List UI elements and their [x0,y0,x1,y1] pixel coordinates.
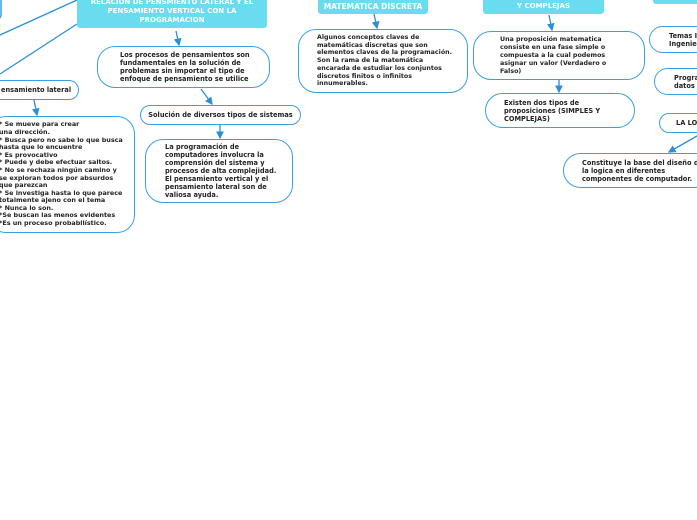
node-text: La programación de computadores involucr… [165,143,277,199]
node-text: Existen dos tipos de proposiciones (SIMP… [504,98,601,123]
arrow [200,88,213,106]
node-solucion[interactable]: Solución de diversos tipos de sistemas [140,105,301,125]
node-text: Progra datos y [674,73,697,90]
topic-relacion[interactable]: RELACION DE PENSMIENTO LATERAL Y EL PENS… [77,0,267,28]
topic-title: MATEMATICA DISCRETA [323,2,423,11]
node-la-logica[interactable]: LA LO [659,113,697,133]
arrow [371,13,380,30]
arrow [667,135,697,153]
node-text: Temas In Ingenier [669,31,697,48]
node-text: Los procesos de pensamientos son fundame… [120,51,250,83]
node-text: ensamiento lateral [1,86,72,94]
node-text: LA LO [676,119,697,127]
node-text: Una proposición matematica consiste en u… [500,35,607,75]
topic-title: RELACION DE PENSMIENTO LATERAL Y EL PENS… [90,0,254,24]
topic-discreta[interactable]: MATEMATICA DISCRETA [318,0,428,14]
node-temas[interactable]: Temas In Ingenier [649,26,697,53]
node-programacion[interactable]: La programación de computadores involucr… [145,139,293,203]
connector [0,0,78,36]
node-constituye[interactable]: Constituye la base del diseño de la logi… [563,153,697,188]
node-lista-lateral[interactable]: * Se mueve para crear una dirección. * B… [0,116,135,233]
topic-right[interactable] [653,0,697,4]
node-conceptos[interactable]: Algunos conceptos claves de matemáticas … [298,29,468,93]
node-proposicion[interactable]: Una proposición matematica consiste en u… [473,31,645,80]
node-text: Constituye la base del diseño de la logi… [582,158,697,183]
node-text: * Se mueve para crear una dirección. * B… [0,120,123,228]
connector [0,23,78,75]
node-existen[interactable]: Existen dos tipos de proposiciones (SIMP… [485,93,635,128]
topic-complejas[interactable]: Y COMPLEJAS [483,0,604,14]
arrow [546,14,555,32]
arrow [31,99,40,117]
node-pensamiento-lateral[interactable]: ensamiento lateral [0,80,79,100]
node-procesos[interactable]: Los procesos de pensamientos son fundame… [97,46,270,88]
arrow [173,30,182,47]
node-progra[interactable]: Progra datos y [654,68,697,95]
topic-title: Y COMPLEJAS [517,2,570,10]
node-text: Algunos conceptos claves de matemáticas … [317,33,453,88]
node-text: Solución de diversos tipos de sistemas [148,111,293,119]
